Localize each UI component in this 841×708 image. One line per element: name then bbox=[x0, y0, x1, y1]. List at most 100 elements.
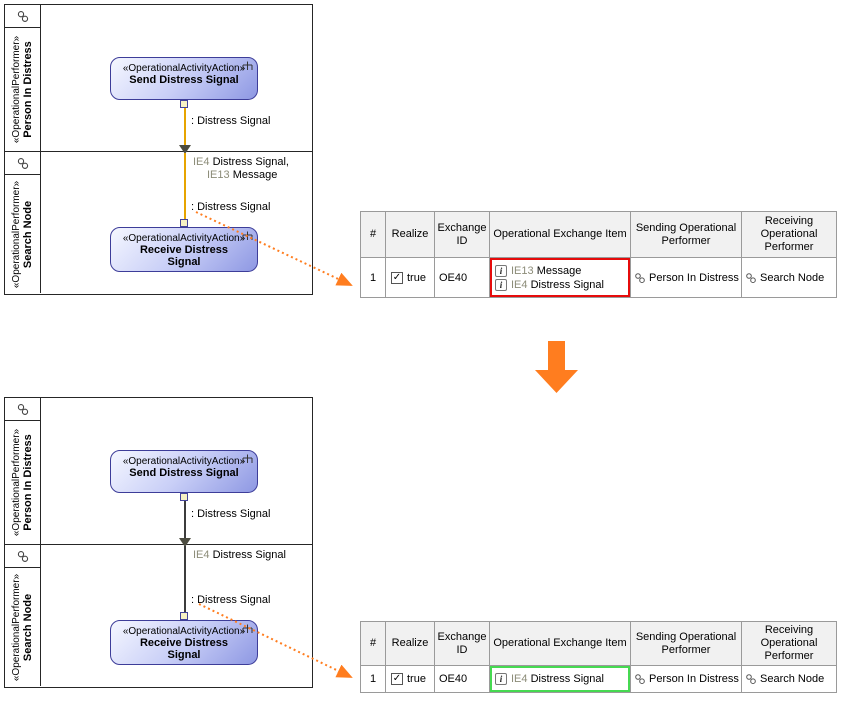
rake-icon bbox=[242, 624, 253, 633]
checkbox-checked-icon[interactable]: ✓ bbox=[391, 673, 403, 685]
action-name: Receive Distress Signal bbox=[139, 637, 229, 661]
performer-icon bbox=[746, 674, 756, 684]
flow-label: IE4 Distress Signal, IE13 Message bbox=[193, 156, 289, 182]
lane-icon-cell bbox=[5, 545, 40, 568]
lane-title-wrap: «OperationalPerformer» Person In Distres… bbox=[5, 28, 40, 151]
performer-icon bbox=[17, 550, 28, 562]
action-stereotype: «OperationalActivityAction» bbox=[122, 63, 246, 74]
performer-name: Search Node bbox=[760, 673, 825, 685]
swimlane-person-in-distress[interactable]: «OperationalPerformer» Person In Distres… bbox=[5, 5, 312, 152]
exchange-table-before: # Realize Exchange ID Operational Exchan… bbox=[360, 211, 837, 298]
exchange-item-label: IE4 Distress Signal bbox=[511, 673, 604, 685]
action-receive-distress-signal[interactable]: «OperationalActivityAction» Receive Dist… bbox=[110, 620, 258, 665]
receiving-performer-cell[interactable]: Search Node bbox=[742, 666, 837, 693]
action-name: Send Distress Signal bbox=[129, 467, 239, 479]
col-header-index: # bbox=[361, 212, 386, 258]
flow-label-line1: IE4 Distress Signal bbox=[193, 549, 286, 561]
output-pin-label: : Distress Signal bbox=[191, 115, 271, 127]
exchange-id-cell[interactable]: OE40 bbox=[435, 666, 490, 693]
col-header-exchange-id: Exchange ID bbox=[435, 212, 490, 258]
col-header-exchange-id: Exchange ID bbox=[435, 622, 490, 666]
performer-name: Person In Distress bbox=[649, 673, 739, 685]
performer-icon bbox=[635, 674, 645, 684]
flow-label-line1: IE4 Distress Signal, bbox=[193, 156, 289, 168]
lane-title: «OperationalPerformer» Search Node bbox=[11, 573, 34, 680]
action-send-distress-signal[interactable]: «OperationalActivityAction» Send Distres… bbox=[110, 450, 258, 493]
col-header-exchange-item: Operational Exchange Item bbox=[490, 622, 631, 666]
lane-name: Search Node bbox=[22, 200, 34, 268]
transform-arrow bbox=[535, 341, 578, 393]
realize-cell[interactable]: ✓ true bbox=[386, 666, 435, 693]
checkbox-checked-icon[interactable]: ✓ bbox=[391, 271, 403, 284]
rake-icon bbox=[242, 454, 253, 463]
action-name: Receive Distress Signal bbox=[139, 244, 229, 268]
swimlane-search-node[interactable]: «OperationalPerformer» Search Node bbox=[5, 152, 312, 293]
row-index-cell: 1 bbox=[361, 666, 386, 693]
sending-performer-cell[interactable]: Person In Distress bbox=[631, 666, 742, 693]
swimlane-search-node[interactable]: «OperationalPerformer» Search Node bbox=[5, 545, 312, 686]
lane-stereotype: «OperationalPerformer» bbox=[11, 573, 22, 681]
swimlane-person-in-distress[interactable]: «OperationalPerformer» Person In Distres… bbox=[5, 398, 312, 545]
object-flow-line[interactable] bbox=[184, 501, 186, 538]
lane-icon-cell bbox=[5, 398, 40, 421]
lane-stereotype: «OperationalPerformer» bbox=[11, 428, 22, 537]
col-header-exchange-item: Operational Exchange Item bbox=[490, 212, 631, 258]
information-element-icon: i bbox=[495, 264, 507, 277]
swimlane-diagram-after: «OperationalPerformer» Person In Distres… bbox=[4, 397, 313, 688]
rake-icon bbox=[242, 231, 253, 240]
action-receive-distress-signal[interactable]: «OperationalActivityAction» Receive Dist… bbox=[110, 227, 258, 272]
flow-label-line2: IE13 Message bbox=[207, 169, 278, 181]
action-send-distress-signal[interactable]: «OperationalActivityAction» Send Distres… bbox=[110, 57, 258, 100]
col-header-sending-performer: Sending Operational Performer bbox=[631, 622, 742, 666]
exchange-item-label: IE4 Distress Signal bbox=[511, 278, 604, 291]
receiving-performer-cell[interactable]: Search Node bbox=[742, 258, 837, 298]
row-index-cell: 1 bbox=[361, 258, 386, 298]
object-flow-line[interactable] bbox=[184, 108, 186, 145]
col-header-realize: Realize bbox=[386, 212, 435, 258]
action-stereotype: «OperationalActivityAction» bbox=[122, 626, 246, 637]
swimlane-diagram-before: «OperationalPerformer» Person In Distres… bbox=[4, 4, 313, 295]
lane-icon-cell bbox=[5, 5, 40, 28]
rake-icon bbox=[242, 61, 253, 70]
lane-stereotype: «OperationalPerformer» bbox=[11, 180, 22, 288]
input-pin-label: : Distress Signal bbox=[191, 594, 271, 606]
output-pin-label: : Distress Signal bbox=[191, 508, 271, 520]
input-pin[interactable] bbox=[180, 612, 188, 620]
col-header-index: # bbox=[361, 622, 386, 666]
sending-performer-cell[interactable]: Person In Distress bbox=[631, 258, 742, 298]
col-header-receiving-performer: Receiving Operational Performer bbox=[742, 622, 837, 666]
lane-title: «OperationalPerformer» Person In Distres… bbox=[11, 429, 34, 536]
exchange-item[interactable]: i IE4 Distress Signal bbox=[495, 673, 604, 685]
action-stereotype: «OperationalActivityAction» bbox=[122, 233, 246, 244]
lane-icon-cell bbox=[5, 152, 40, 175]
object-flow-line[interactable] bbox=[184, 546, 186, 612]
performer-icon bbox=[17, 403, 28, 415]
input-pin[interactable] bbox=[180, 219, 188, 227]
exchange-table-after: # Realize Exchange ID Operational Exchan… bbox=[360, 621, 837, 693]
flow-arrowhead-icon bbox=[179, 145, 191, 154]
input-pin-label: : Distress Signal bbox=[191, 201, 271, 213]
lane-title-wrap: «OperationalPerformer» Search Node bbox=[5, 175, 40, 293]
exchange-item-cell[interactable]: i IE4 Distress Signal bbox=[490, 666, 631, 693]
exchange-item[interactable]: i IE4 Distress Signal bbox=[495, 278, 604, 291]
output-pin[interactable] bbox=[180, 100, 188, 108]
object-flow-line[interactable] bbox=[184, 153, 186, 219]
performer-icon bbox=[746, 272, 756, 283]
exchange-id-cell[interactable]: OE40 bbox=[435, 258, 490, 298]
lane-title-wrap: «OperationalPerformer» Search Node bbox=[5, 568, 40, 686]
performer-name: Person In Distress bbox=[649, 271, 739, 284]
performer-icon bbox=[17, 10, 28, 22]
lane-title-wrap: «OperationalPerformer» Person In Distres… bbox=[5, 421, 40, 544]
lane-title: «OperationalPerformer» Person In Distres… bbox=[11, 36, 34, 143]
exchange-item-cell[interactable]: i IE13 Message i IE4 Distress Signal bbox=[490, 258, 631, 298]
realize-cell[interactable]: ✓ true bbox=[386, 258, 435, 298]
performer-icon bbox=[17, 157, 28, 169]
lane-header: «OperationalPerformer» Search Node bbox=[5, 152, 41, 293]
performer-name: Search Node bbox=[760, 271, 825, 284]
performer-icon bbox=[635, 272, 645, 283]
output-pin[interactable] bbox=[180, 493, 188, 501]
lane-header: «OperationalPerformer» Person In Distres… bbox=[5, 398, 41, 544]
exchange-item[interactable]: i IE13 Message bbox=[495, 264, 581, 277]
lane-stereotype: «OperationalPerformer» bbox=[11, 35, 22, 144]
